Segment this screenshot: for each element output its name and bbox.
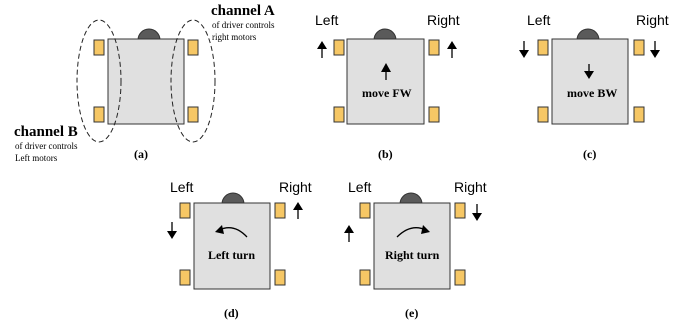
- sensor-dome: [137, 28, 161, 41]
- channel-b-ellipse: [76, 19, 122, 143]
- wheel-front-left: [179, 202, 191, 219]
- wheel-rear-left: [537, 106, 549, 123]
- wheel-front-left: [359, 202, 371, 219]
- sensor-dome: [576, 28, 600, 41]
- robot-body: [193, 202, 271, 290]
- panel-d: Left Right Left turn (d): [167, 179, 312, 320]
- channel-b-desc-line2: Left motors: [15, 153, 58, 163]
- wheel-front-right: [633, 39, 645, 56]
- action-label: move FW: [362, 86, 412, 100]
- wheel-front-right: [274, 202, 286, 219]
- left-label: Left: [527, 12, 550, 28]
- left-label: Left: [170, 179, 193, 195]
- channel-a-title: channel A: [211, 3, 275, 19]
- caption-e: (e): [405, 306, 418, 320]
- caption-b: (b): [378, 147, 393, 161]
- channel-b-title: channel B: [14, 124, 78, 140]
- wheel-front-right: [187, 39, 199, 56]
- robot-body: [551, 38, 629, 125]
- robot-body: [107, 38, 185, 125]
- wheel-rear-left: [93, 106, 105, 123]
- wheel-front-left: [333, 39, 345, 56]
- left-down-arrow: [519, 41, 529, 58]
- panel-c: Left Right move BW (c): [519, 12, 669, 161]
- channel-b-desc-line1: of driver controls: [15, 141, 78, 151]
- right-up-arrow: [447, 41, 457, 58]
- robot-body: [373, 202, 451, 290]
- curved-right-arrow: [396, 225, 430, 238]
- wheel-rear-right: [274, 269, 286, 286]
- right-down-arrow: [472, 204, 482, 221]
- wheel-front-left: [537, 39, 549, 56]
- wheel-rear-left: [179, 269, 191, 286]
- action-label: move BW: [567, 86, 617, 100]
- left-up-arrow: [344, 225, 354, 242]
- wheel-rear-right: [633, 106, 645, 123]
- channel-a-desc-line1: of driver controls: [212, 20, 275, 30]
- wheel-rear-left: [333, 106, 345, 123]
- wheel-front-right: [454, 202, 466, 219]
- wheel-rear-right: [187, 106, 199, 123]
- wheel-front-left: [93, 39, 105, 56]
- channel-a-ellipse: [170, 19, 216, 143]
- action-label: Left turn: [208, 248, 255, 262]
- right-down-arrow: [650, 41, 660, 58]
- left-up-arrow: [317, 41, 327, 58]
- panel-b: Left Right move FW (b): [315, 12, 460, 161]
- panel-e: Left Right Right turn (e): [344, 179, 487, 320]
- panel-a: channel A of driver controls right motor…: [14, 3, 275, 163]
- right-up-arrow: [293, 202, 303, 219]
- left-label: Left: [348, 179, 371, 195]
- caption-c: (c): [583, 147, 596, 161]
- curved-left-arrow: [215, 225, 248, 238]
- wheel-rear-right: [454, 269, 466, 286]
- right-label: Right: [636, 12, 669, 28]
- left-down-arrow: [167, 222, 177, 239]
- wheel-rear-left: [359, 269, 371, 286]
- left-label: Left: [315, 12, 338, 28]
- robot-body: [346, 38, 425, 125]
- sensor-dome: [399, 192, 423, 205]
- caption-a: (a): [134, 147, 148, 161]
- channel-a-desc-line2: right motors: [212, 32, 257, 42]
- right-label: Right: [454, 179, 487, 195]
- action-label: Right turn: [385, 248, 440, 262]
- wheel-front-right: [428, 39, 440, 56]
- sensor-dome: [221, 192, 245, 205]
- wheel-rear-right: [428, 106, 440, 123]
- backward-arrow: [584, 64, 594, 79]
- sensor-dome: [373, 28, 397, 41]
- right-label: Right: [427, 12, 460, 28]
- caption-d: (d): [224, 306, 239, 320]
- right-label: Right: [279, 179, 312, 195]
- forward-arrow: [381, 63, 391, 80]
